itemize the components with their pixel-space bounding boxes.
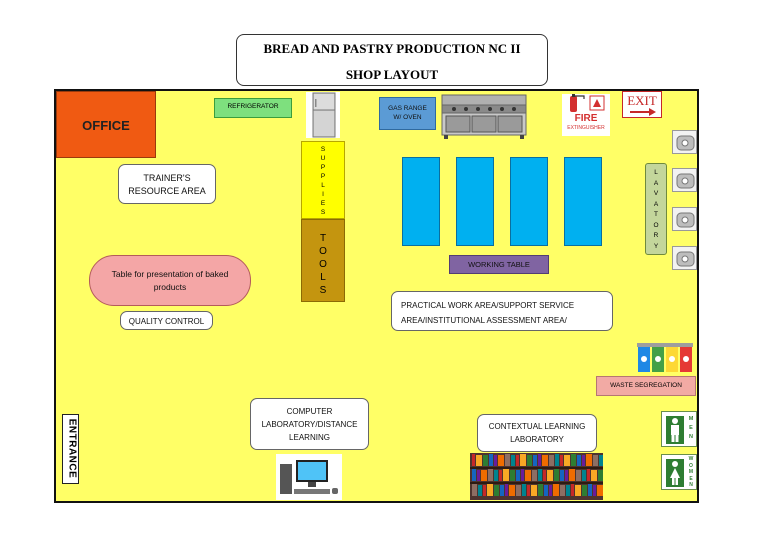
supplies-letter: E	[320, 200, 326, 207]
fire-extinguisher-icon: FIRE EXTINGUISHER	[562, 94, 610, 136]
tools-letter: O	[319, 246, 327, 257]
working-table-label-box: WORKING TABLE	[449, 255, 549, 274]
fire-label: FIRE	[574, 113, 598, 124]
supplies-letter: U	[320, 155, 326, 162]
computer-icon	[276, 454, 342, 500]
refrigerator-label: REFRIGERATOR	[227, 103, 279, 110]
contextual-line-1: CONTEXTUAL LEARNING	[488, 422, 586, 431]
supplies-letter: S	[320, 146, 326, 153]
entrance-door: ENTRANCE	[62, 414, 79, 484]
computer-lab-line-2: LABORATORY/DISTANCE	[261, 420, 358, 429]
gas-range-line-2: W/ OVEN	[393, 114, 422, 121]
women-letter: O	[689, 462, 693, 469]
tools-letter: O	[319, 259, 327, 270]
office-room: OFFICE	[56, 91, 156, 158]
sink-icon	[672, 207, 697, 231]
men-letter: M	[688, 416, 694, 422]
presentation-line-2: products	[153, 282, 187, 292]
tools-letter: L	[320, 272, 326, 283]
title-line-1: BREAD AND PASTRY PRODUCTION NC II	[263, 41, 521, 56]
sink-icon	[672, 246, 697, 270]
gas-range-label-box: GAS RANGE W/ OVEN	[379, 97, 436, 130]
tools-letter: S	[319, 285, 327, 296]
extinguisher-label: EXTINGUISHER	[567, 125, 605, 131]
working-table-label: WORKING TABLE	[468, 260, 530, 269]
supplies-letter: L	[321, 182, 325, 189]
supplies-letter: P	[320, 164, 326, 171]
fridge-icon	[306, 92, 340, 138]
women-letter: N	[689, 482, 693, 489]
recycle-bins-icon	[636, 342, 698, 374]
practical-line-1: PRACTICAL WORK AREA/SUPPORT SERVICE	[401, 301, 575, 310]
lavatory-letter: O	[653, 221, 659, 229]
working-table-4	[564, 157, 602, 246]
computer-lab-line-1: COMPUTER	[286, 407, 333, 416]
sink-icon	[672, 130, 697, 154]
lavatory-letter: L	[654, 169, 658, 176]
working-table-1	[402, 157, 440, 246]
men-letter: N	[689, 434, 693, 440]
lavatory-letter: Y	[653, 242, 659, 250]
title-box: BREAD AND PASTRY PRODUCTION NC II SHOP L…	[236, 34, 548, 86]
quality-control-area: QUALITY CONTROL	[120, 311, 213, 330]
presentation-line-1: Table for presentation of baked	[111, 269, 229, 279]
lavatory-letter: A	[653, 179, 659, 187]
exit-sign-icon: EXIT	[622, 91, 662, 118]
lavatory-letter: T	[654, 211, 658, 218]
men-letter: E	[689, 425, 693, 431]
supplies-letter: P	[320, 173, 326, 180]
title-line-2: SHOP LAYOUT	[345, 67, 439, 82]
contextual-line-2: LABORATORY	[510, 435, 564, 444]
oven-icon	[440, 93, 528, 139]
trainer-label-line-1: TRAINER'S	[143, 173, 191, 183]
entrance-label: ENTRANCE	[66, 418, 78, 479]
computer-lab-line-3: LEARNING	[289, 433, 330, 442]
computer-lab-area: COMPUTER LABORATORY/DISTANCE LEARNING	[250, 398, 369, 450]
trainer-label-line-2: RESOURCE AREA	[128, 186, 206, 196]
lavatory-letter: R	[653, 232, 659, 239]
bookshelf-icon	[470, 453, 603, 500]
lavatory-letter: V	[653, 190, 659, 197]
waste-label: WASTE SEGREGATION	[610, 382, 682, 389]
supplies-letter: S	[320, 209, 326, 216]
contextual-lab-area: CONTEXTUAL LEARNING LABORATORY	[477, 414, 597, 452]
waste-segregation-box: WASTE SEGREGATION	[596, 376, 696, 396]
gas-range-line-1: GAS RANGE	[388, 105, 427, 112]
trainer-resource-area: TRAINER'S RESOURCE AREA	[118, 164, 216, 204]
lavatory-letter: A	[653, 200, 659, 208]
quality-control-label: QUALITY CONTROL	[128, 317, 205, 326]
presentation-table: Table for presentation of baked products	[89, 255, 251, 306]
women-letter: E	[689, 475, 693, 482]
refrigerator-label-box: REFRIGERATOR	[214, 98, 292, 118]
sink-icon	[672, 168, 697, 192]
practical-line-2: AREA/INSTITUTIONAL ASSESSMENT AREA/	[401, 316, 567, 325]
women-letter: W	[688, 456, 694, 462]
practical-work-area: PRACTICAL WORK AREA/SUPPORT SERVICE AREA…	[391, 291, 613, 331]
office-label: OFFICE	[82, 118, 130, 133]
working-table-3	[510, 157, 548, 246]
working-table-2	[456, 157, 494, 246]
supplies-letter: I	[322, 191, 324, 198]
exit-label: EXIT	[627, 93, 657, 108]
women-letter: M	[688, 469, 694, 476]
tools-letter: T	[319, 233, 327, 244]
